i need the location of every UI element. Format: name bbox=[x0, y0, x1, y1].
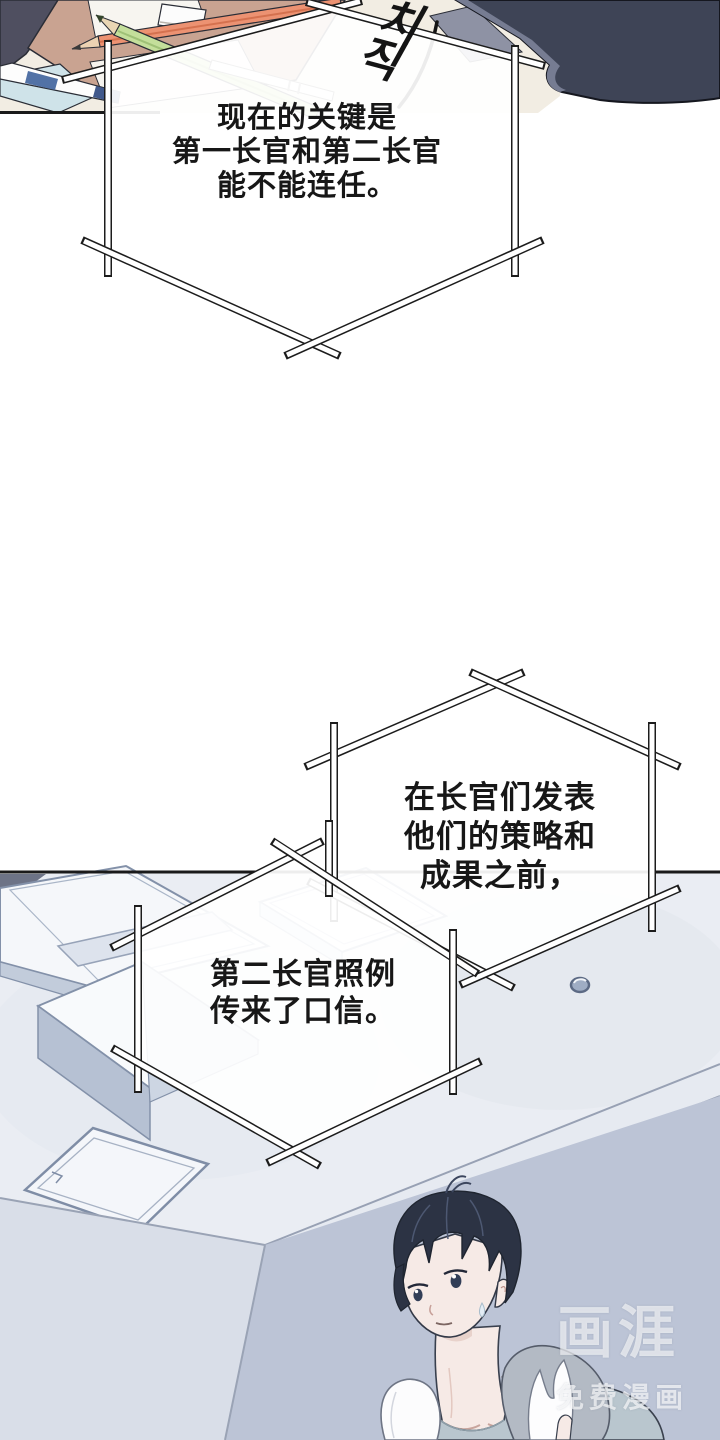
corner-edge bbox=[224, 1244, 266, 1440]
bubble-2-line: 他们的策略和 bbox=[404, 819, 596, 854]
corner-wall bbox=[0, 1198, 265, 1440]
character bbox=[380, 1175, 665, 1440]
bubble-sticks bbox=[109, 820, 483, 1170]
bubble-1-line: 第一长官和第二长官 bbox=[171, 136, 443, 168]
bubble-3-line: 第二长官照例 bbox=[210, 958, 396, 991]
bubble-3-text: 第二长官照例 传来了口信。 bbox=[210, 956, 396, 1030]
bubble-2-line: 在长官们发表 bbox=[404, 780, 596, 815]
bubble-3-line: 传来了口信。 bbox=[210, 995, 396, 1028]
shirt-neckline bbox=[439, 1419, 505, 1432]
ear-line bbox=[500, 1286, 506, 1293]
bubble-1-text: 现在的关键是 第一长官和第二长官 能不能连任。 bbox=[172, 101, 442, 203]
eyes bbox=[407, 1269, 468, 1302]
speech-bubble-3 bbox=[109, 820, 483, 1170]
dark-object-edge bbox=[456, 0, 566, 92]
hair-strands bbox=[445, 1175, 472, 1194]
hair-side bbox=[393, 1262, 411, 1312]
towel-fold bbox=[390, 1391, 397, 1439]
bubble-1-line: 能不能连任。 bbox=[216, 170, 398, 202]
neck bbox=[423, 1325, 517, 1440]
towel-left bbox=[380, 1378, 441, 1440]
hair-highlights bbox=[411, 1196, 484, 1243]
eyelid-left bbox=[407, 1283, 429, 1290]
bubble-fill bbox=[108, 8, 515, 343]
nose bbox=[429, 1304, 434, 1316]
blue-pen bbox=[0, 62, 121, 114]
bubble-fill bbox=[334, 685, 652, 973]
neck-line bbox=[448, 1367, 453, 1419]
ceiling-sensor bbox=[569, 976, 591, 994]
bubble-fill bbox=[138, 855, 453, 1150]
bubble-1-line: 现在的关键是 bbox=[216, 102, 398, 134]
eye-left bbox=[413, 1288, 423, 1302]
bubble-sticks bbox=[60, 0, 547, 360]
sweat-drop bbox=[478, 1301, 486, 1318]
corner-edge bbox=[0, 1197, 266, 1246]
hand bbox=[555, 1414, 573, 1440]
ceiling-edge bbox=[264, 1063, 720, 1246]
bubble-2-line: 成果之前， bbox=[420, 858, 580, 893]
hair bbox=[393, 1190, 522, 1304]
eye-highlight bbox=[414, 1289, 419, 1294]
eye-highlight bbox=[452, 1274, 456, 1279]
mouth bbox=[435, 1322, 453, 1326]
eyelid-right bbox=[443, 1269, 468, 1276]
bubble-2-text: 在长官们发表 他们的策略和 成果之前， bbox=[404, 778, 596, 895]
speech-bubble-1 bbox=[60, 0, 547, 360]
